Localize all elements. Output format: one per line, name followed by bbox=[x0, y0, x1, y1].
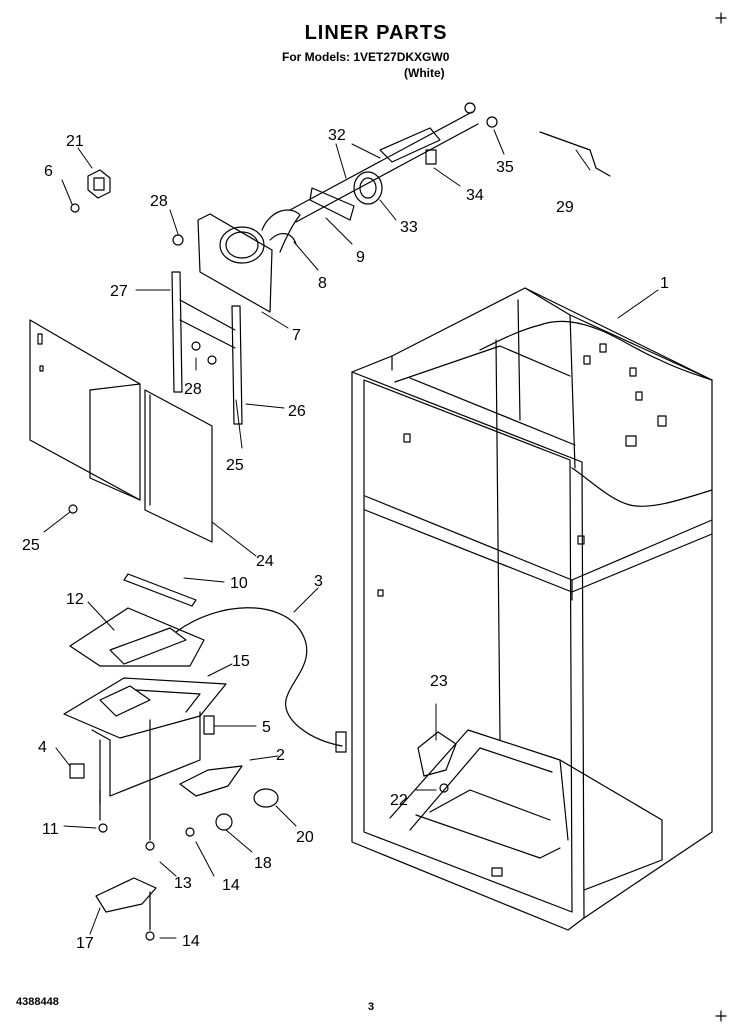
callout-21: 21 bbox=[66, 133, 84, 150]
callout-25-left: 25 bbox=[22, 537, 40, 554]
fan-motor-assembly bbox=[172, 102, 498, 313]
callout-12: 12 bbox=[66, 591, 84, 608]
callout-18: 18 bbox=[254, 855, 272, 872]
color-variant: (White) bbox=[404, 66, 445, 80]
callout-1: 1 bbox=[660, 275, 669, 292]
diagram-title: LINER PARTS bbox=[304, 22, 448, 44]
callout-28-mid: 28 bbox=[184, 381, 202, 398]
page-number: 3 bbox=[368, 1001, 375, 1013]
callout-13: 13 bbox=[174, 875, 192, 892]
models-line: For Models: 1VET27DKXGW0 bbox=[282, 50, 450, 64]
callout-32: 32 bbox=[328, 127, 346, 144]
leader-lines bbox=[43, 129, 659, 939]
corner-mark bbox=[715, 12, 727, 24]
callout-14-lower: 14 bbox=[182, 933, 200, 950]
callout-34: 34 bbox=[466, 187, 484, 204]
callout-17: 17 bbox=[76, 935, 94, 952]
callout-9: 9 bbox=[356, 249, 365, 266]
callout-33: 33 bbox=[400, 219, 418, 236]
callout-25-mid: 25 bbox=[226, 457, 244, 474]
document-number: 4388448 bbox=[16, 996, 59, 1008]
callout-7: 7 bbox=[292, 327, 301, 344]
callout-14-upper: 14 bbox=[222, 877, 240, 894]
callout-26: 26 bbox=[288, 403, 306, 420]
callout-28-upper: 28 bbox=[150, 193, 168, 210]
callout-15: 15 bbox=[232, 653, 250, 670]
callout-2: 2 bbox=[276, 747, 285, 764]
callout-5: 5 bbox=[262, 719, 271, 736]
callout-4: 4 bbox=[38, 739, 47, 756]
callout-27: 27 bbox=[110, 283, 128, 300]
callout-labels: 1 2 3 4 5 6 7 8 9 10 11 12 13 14 14 15 1… bbox=[22, 127, 669, 952]
callout-22: 22 bbox=[390, 792, 408, 809]
misc-parts bbox=[63, 131, 611, 941]
callout-6: 6 bbox=[44, 163, 53, 180]
callout-23: 23 bbox=[430, 673, 448, 690]
liner-cabinet bbox=[351, 287, 713, 931]
callout-20: 20 bbox=[296, 829, 314, 846]
callout-29: 29 bbox=[556, 199, 574, 216]
corner-mark bbox=[715, 1010, 727, 1022]
callout-8: 8 bbox=[318, 275, 327, 292]
callout-3: 3 bbox=[314, 573, 323, 590]
callout-24: 24 bbox=[256, 553, 274, 570]
callout-11: 11 bbox=[42, 821, 59, 838]
callout-35: 35 bbox=[496, 159, 514, 176]
evaporator-cover-panels bbox=[29, 271, 243, 543]
callout-10: 10 bbox=[230, 575, 248, 592]
